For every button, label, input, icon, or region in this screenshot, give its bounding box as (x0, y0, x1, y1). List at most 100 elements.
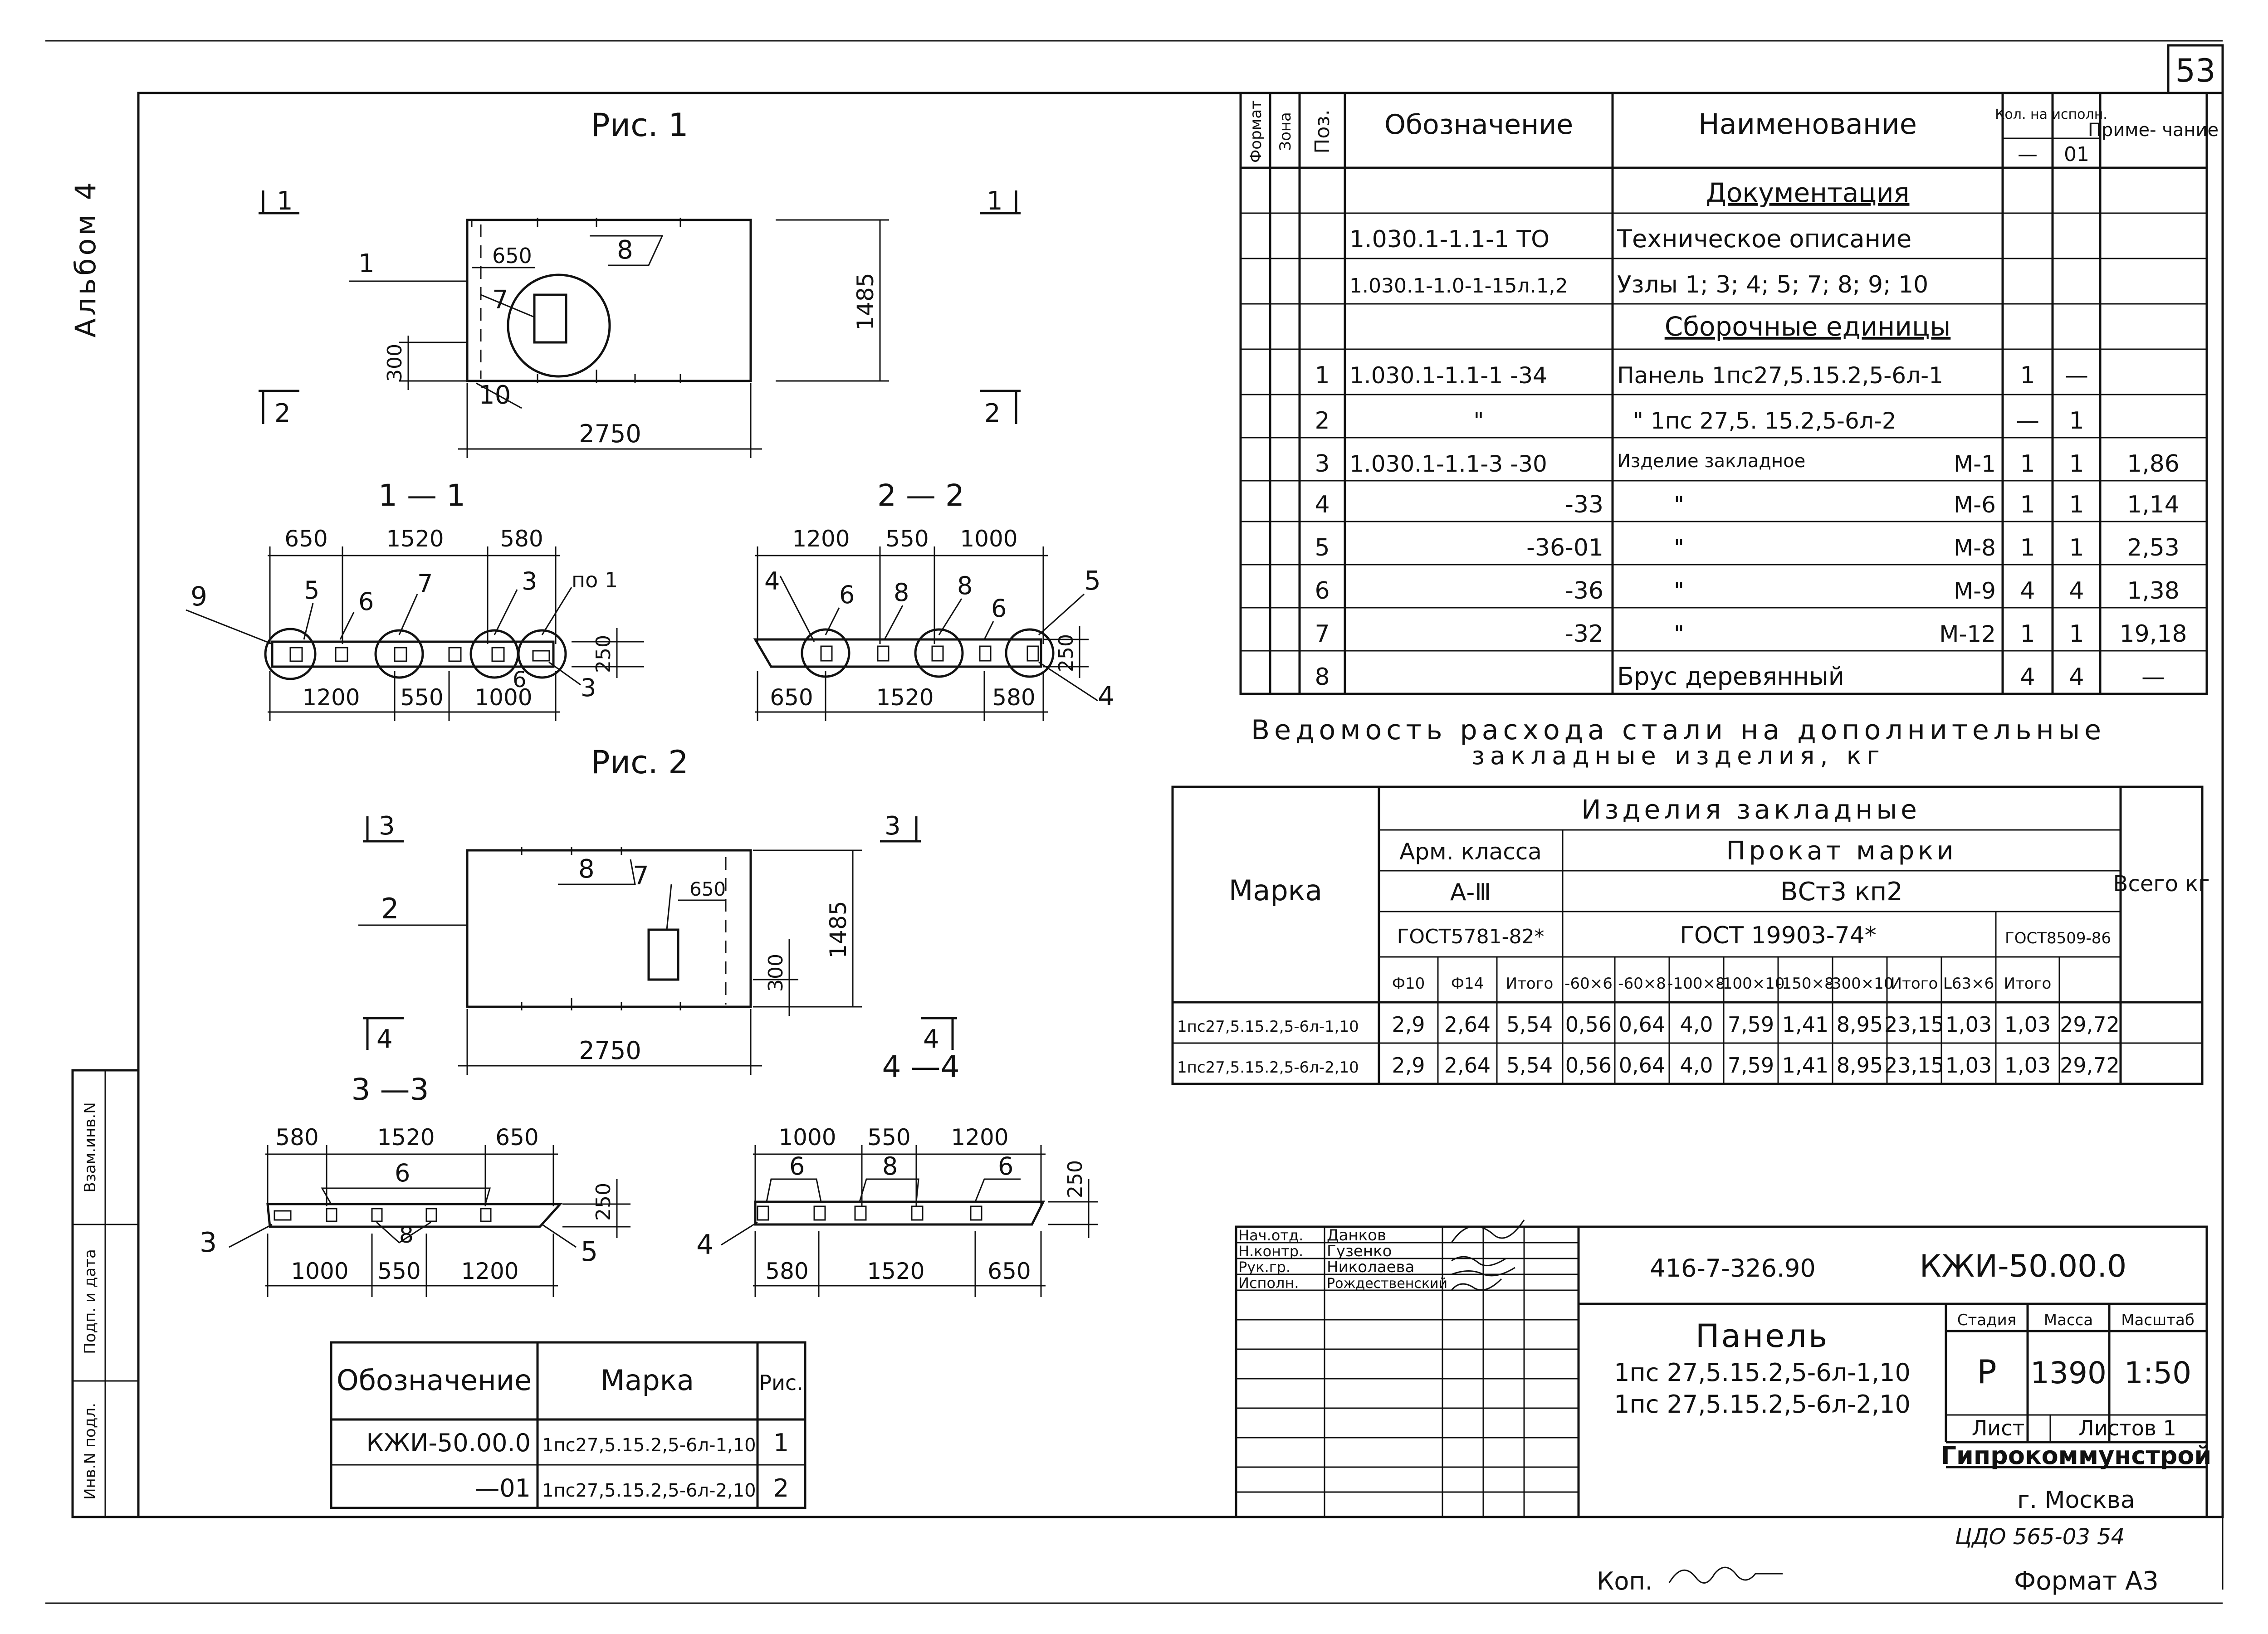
spec-header-note: Приме- чание (2088, 120, 2219, 141)
spec-cell: — (2065, 362, 2088, 389)
sec44-dim-depth: 250 (1064, 1160, 1087, 1198)
sec11-label-6: 6 (358, 587, 374, 616)
spec-cell: 3 (1315, 450, 1330, 478)
sec22-label-4b: 4 (1098, 681, 1114, 712)
steel-header-arm-grade: А-Ⅲ (1450, 879, 1491, 906)
spec-cell: 1,86 (2127, 450, 2180, 478)
spec-cell: 1 (2069, 620, 2084, 648)
sheet-frame: 53 (45, 40, 2224, 1604)
album-label: Альбом 4 (69, 180, 102, 338)
steel-header-arm-gost: ГОСТ5781-82* (1397, 925, 1545, 948)
tb-city: г. Москва (2017, 1487, 2135, 1514)
tb-role: Н.контр. (1238, 1243, 1303, 1260)
sec33-dim-bot-1: 550 (377, 1258, 420, 1284)
mark-table: Обозначение Марка Рис. КЖИ-50.00.0 1пс27… (330, 1341, 807, 1509)
spec-cell: " (1674, 621, 1684, 647)
fig2-dim-650: 650 (689, 878, 726, 900)
sec11-label-3: 3 (522, 567, 537, 595)
spec-cell: 1.030.1-1.1-3 -30 (1349, 451, 1547, 477)
fig2-label-pos8: 8 (578, 854, 595, 884)
tb-item-line2: 1пс 27,5.15.2,5-6л-2,10 (1614, 1390, 1911, 1419)
steel-subheader: Итого (2004, 975, 2052, 993)
steel-row-1: 1пс27,5.15.2,5-6л-1,10 2,9 2,64 5,54 0,5… (1177, 1012, 2120, 1037)
mark-table-cell: КЖИ-50.00.0 (367, 1429, 531, 1457)
sec11-dim-top-2: 580 (500, 526, 543, 552)
spec-section-units: Сборочные единицы (1665, 311, 1951, 342)
spec-cell: 1 (2020, 491, 2035, 518)
fig1-dim-2750: 2750 (579, 419, 641, 448)
tb-doc-code: КЖИ-50.00.0 (1920, 1249, 2126, 1284)
spec-cell: Изделие закладное (1617, 451, 1805, 472)
spec-cell: -36-01 (1526, 534, 1603, 561)
steel-cell: 1пс27,5.15.2,5-6л-1,10 (1177, 1018, 1359, 1036)
fig1-label-pos10: 10 (479, 380, 511, 410)
sec44-dim-top-0: 1000 (778, 1124, 836, 1151)
format-label: Формат А3 (2014, 1566, 2159, 1596)
fig1-dim-300: 300 (383, 344, 406, 382)
sec33-dim-bot-2: 1200 (461, 1258, 518, 1284)
steel-row-2: 1пс27,5.15.2,5-6л-2,10 2,9 2,64 5,54 0,5… (1177, 1053, 2120, 1078)
tb-mass: 1390 (2030, 1356, 2107, 1390)
spec-cell: Брус деревянный (1617, 662, 1844, 691)
spec-cell: 1 (2069, 450, 2084, 478)
sec11-label-9: 9 (191, 581, 207, 612)
sec11-label-6b: 6 (513, 667, 527, 693)
sheet-number: 53 (2175, 52, 2215, 89)
spec-cell: — (2016, 407, 2039, 434)
steel-subheader: -100×10 (1717, 975, 1785, 993)
section-mark-1-right: 1 (987, 186, 1003, 216)
steel-cell: 2,9 (1392, 1053, 1425, 1078)
steel-cell: 23,15 (1884, 1012, 1944, 1037)
spec-cell: 4 (2020, 577, 2035, 605)
fig2-dim-2750: 2750 (579, 1036, 641, 1065)
sec33-label-8: 8 (399, 1222, 414, 1248)
tb-stage: Р (1977, 1353, 1996, 1391)
tb-mass-label: Масса (2044, 1311, 2093, 1329)
steel-cell: 1,03 (2004, 1012, 2051, 1037)
tb-org: Гипрокоммунстрой (1941, 1441, 2212, 1470)
spec-cell: " (1674, 578, 1684, 604)
stamp-label-sign: Подп. и дата (81, 1249, 99, 1354)
tb-scale: 1:50 (2124, 1356, 2191, 1390)
spec-cell: 4 (2069, 663, 2084, 691)
spec-cell: — (2141, 663, 2165, 691)
sec22-label-8b: 8 (957, 571, 973, 600)
sec44-label-6b: 6 (998, 1152, 1013, 1180)
steel-cell: 4,0 (1680, 1053, 1713, 1078)
spec-cell: 1 (2069, 491, 2084, 518)
steel-header-mark: Марка (1229, 874, 1322, 907)
steel-subheader: Итого (1891, 975, 1938, 993)
steel-header-group: Изделия закладные (1581, 794, 1921, 825)
section-mark-1-left: 1 (277, 186, 293, 216)
steel-cell: 1,03 (1945, 1053, 1992, 1078)
spec-cell: 1.030.1-1.1-1 -34 (1349, 362, 1547, 389)
steel-cell: 1,03 (2004, 1053, 2051, 1078)
steel-cell: 2,64 (1444, 1012, 1491, 1037)
section-4-4: 4 —4 1000 550 1200 6 8 6 4 250 580 1520 … (696, 1049, 1098, 1297)
mark-table-cell: —01 (475, 1474, 531, 1502)
spec-doc-designation: 1.030.1-1.0-1-15л.1,2 (1349, 274, 1568, 298)
sec44-label-4: 4 (696, 1229, 714, 1261)
sec22-label-5: 5 (1084, 565, 1101, 596)
left-stamp: Альбом 4 Инв.N подл. Подп. и дата Взам.и… (69, 180, 140, 1518)
spec-header-format: Формат (1247, 100, 1265, 163)
steel-subheader: -100×8 (1667, 975, 1725, 993)
steel-subheader: Ф10 (1392, 975, 1425, 993)
section-1-1: 1 — 1 650 1520 580 9 5 6 7 3 по 1 6 3 (186, 478, 644, 721)
sec22-dim-bot-0: 650 (770, 684, 813, 711)
spec-cell: Панель 1пс27,5.15.2,5-6л-1 (1617, 362, 1943, 389)
sec22-dim-bot-1: 1520 (876, 684, 934, 711)
fig1-label-pos8: 8 (617, 235, 633, 265)
steel-header-total: Всего кг (2113, 871, 2210, 897)
sec44-label-6a: 6 (789, 1152, 805, 1180)
spec-cell: 4 (2020, 663, 2035, 691)
fig1-dim-650: 650 (492, 244, 532, 268)
sec33-dim-bot-0: 1000 (291, 1258, 348, 1284)
spec-cell: " (1474, 408, 1484, 434)
steel-cell: 29,72 (2060, 1012, 2120, 1037)
spec-cell: 6 (1315, 577, 1330, 605)
mark-table-header-designation: Обозначение (337, 1364, 532, 1397)
steel-header-arm-class: Арм. класса (1399, 839, 1542, 865)
steel-subheader: -60×6 (1564, 975, 1613, 993)
sec33-dim-top-2: 650 (495, 1124, 538, 1151)
